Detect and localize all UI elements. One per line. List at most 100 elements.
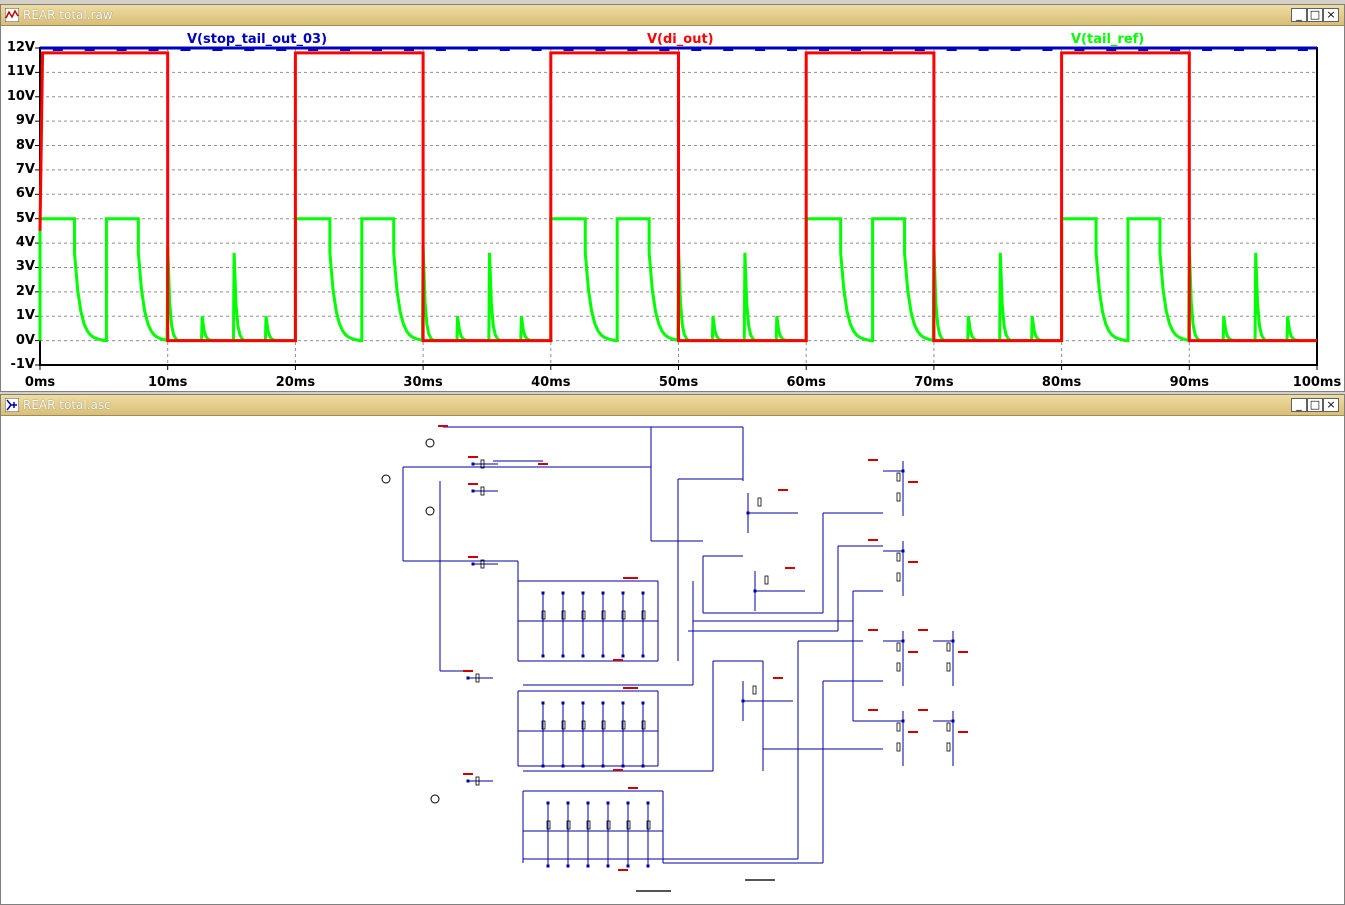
minimize-button[interactable]: _ bbox=[1291, 398, 1307, 412]
junction bbox=[746, 511, 750, 515]
y-tick-label: 1V bbox=[15, 308, 35, 324]
transistor[interactable] bbox=[757, 497, 762, 507]
resistor[interactable] bbox=[541, 720, 546, 730]
resistor[interactable] bbox=[561, 720, 566, 730]
waveform-plot[interactable] bbox=[1, 5, 1345, 393]
net-label bbox=[773, 677, 783, 679]
junction bbox=[621, 654, 625, 658]
junction bbox=[641, 764, 645, 768]
net-label bbox=[463, 670, 473, 672]
mosfet[interactable] bbox=[946, 642, 951, 652]
trace-label-di-out[interactable]: V(di_out) bbox=[647, 32, 714, 47]
waveform-window: REAR total.raw _ □ × V(stop_tail_out_03)… bbox=[0, 4, 1345, 392]
resistor[interactable] bbox=[641, 610, 646, 620]
resistor[interactable] bbox=[546, 820, 551, 830]
resistor[interactable] bbox=[541, 610, 546, 620]
trace-stop-tail-out-ripple bbox=[531, 47, 542, 51]
waveform-title: REAR total.raw bbox=[23, 8, 113, 22]
resistor[interactable] bbox=[896, 662, 901, 672]
trace-di-out bbox=[38, 51, 1317, 343]
schematic-title: REAR total.asc bbox=[23, 398, 111, 412]
junction bbox=[606, 801, 610, 805]
junction bbox=[901, 469, 905, 473]
resistor[interactable] bbox=[581, 720, 586, 730]
junction bbox=[581, 591, 585, 595]
trace-label-stop-tail-out[interactable]: V(stop_tail_out_03) bbox=[187, 32, 328, 47]
trace-stop-tail-out-ripple bbox=[1233, 47, 1244, 51]
transistor[interactable] bbox=[752, 685, 757, 695]
net-label bbox=[918, 629, 928, 631]
voltage-source[interactable] bbox=[425, 438, 435, 448]
trace-stop-tail-out-ripple bbox=[1170, 47, 1181, 51]
resistor[interactable] bbox=[561, 610, 566, 620]
voltage-source[interactable] bbox=[430, 794, 440, 804]
junction bbox=[541, 764, 545, 768]
resistor[interactable] bbox=[626, 820, 631, 830]
y-tick-label: 0V bbox=[15, 332, 35, 348]
trace-stop-tail-out-ripple bbox=[946, 47, 957, 51]
voltage-source[interactable] bbox=[425, 506, 435, 516]
resistor[interactable] bbox=[896, 742, 901, 752]
trace-stop-tail-out-ripple bbox=[212, 47, 223, 51]
net-label bbox=[868, 539, 878, 541]
resistor[interactable] bbox=[601, 720, 606, 730]
resistor[interactable] bbox=[581, 610, 586, 620]
resistor[interactable] bbox=[601, 610, 606, 620]
resistor[interactable] bbox=[586, 820, 591, 830]
net-label bbox=[908, 651, 918, 653]
junction bbox=[601, 764, 605, 768]
waveform-title-bar[interactable]: REAR total.raw _ □ × bbox=[1, 5, 1344, 26]
schematic-title-bar[interactable]: REAR total.asc _ □ × bbox=[1, 395, 1344, 416]
junction bbox=[646, 801, 650, 805]
schematic-window: REAR total.asc _ □ × bbox=[0, 394, 1345, 905]
resistor[interactable] bbox=[946, 742, 951, 752]
mosfet[interactable] bbox=[946, 722, 951, 732]
transistor[interactable] bbox=[764, 575, 769, 585]
schematic-canvas[interactable] bbox=[3, 417, 1344, 905]
capacitor[interactable] bbox=[480, 486, 485, 496]
net-label bbox=[468, 556, 478, 558]
y-tick-label: 9V bbox=[15, 113, 35, 129]
mosfet[interactable] bbox=[896, 552, 901, 562]
resistor[interactable] bbox=[896, 572, 901, 582]
voltage-source[interactable] bbox=[381, 474, 391, 484]
close-button[interactable]: × bbox=[1323, 8, 1339, 22]
capacitor[interactable] bbox=[475, 673, 480, 683]
resistor[interactable] bbox=[646, 820, 651, 830]
resistor[interactable] bbox=[606, 820, 611, 830]
x-tick-label: 80ms bbox=[1041, 375, 1082, 390]
maximize-button[interactable]: □ bbox=[1307, 8, 1323, 22]
resistor[interactable] bbox=[641, 720, 646, 730]
mosfet[interactable] bbox=[896, 722, 901, 732]
capacitor[interactable] bbox=[475, 776, 480, 786]
x-tick-label: 70ms bbox=[914, 375, 954, 390]
maximize-button[interactable]: □ bbox=[1307, 398, 1323, 412]
net-label bbox=[958, 731, 968, 733]
y-tick-label: 7V bbox=[15, 161, 35, 177]
net-label bbox=[438, 425, 448, 427]
junction bbox=[541, 654, 545, 658]
y-tick-label: 6V bbox=[15, 186, 35, 202]
minimize-button[interactable]: _ bbox=[1291, 8, 1307, 22]
junction bbox=[581, 654, 585, 658]
net-label bbox=[463, 773, 473, 775]
resistor[interactable] bbox=[566, 820, 571, 830]
resistor[interactable] bbox=[946, 662, 951, 672]
trace-stop-tail-out-ripple bbox=[659, 47, 670, 51]
trace-stop-tail-out-ripple bbox=[595, 47, 606, 51]
mosfet[interactable] bbox=[896, 642, 901, 652]
x-tick-label: 100ms bbox=[1292, 375, 1342, 390]
net-label bbox=[868, 709, 878, 711]
resistor[interactable] bbox=[896, 492, 901, 502]
capacitor[interactable] bbox=[480, 559, 485, 569]
close-button[interactable]: × bbox=[1323, 398, 1339, 412]
resistor[interactable] bbox=[621, 720, 626, 730]
trace-label-tail-ref[interactable]: V(tail_ref) bbox=[1071, 32, 1145, 47]
resistor[interactable] bbox=[621, 610, 626, 620]
y-tick-label: 10V bbox=[6, 88, 35, 104]
junction bbox=[901, 719, 905, 723]
capacitor[interactable] bbox=[480, 459, 485, 469]
net-label bbox=[618, 869, 628, 871]
mosfet[interactable] bbox=[896, 472, 901, 482]
trace-stop-tail-out-ripple bbox=[276, 47, 287, 51]
